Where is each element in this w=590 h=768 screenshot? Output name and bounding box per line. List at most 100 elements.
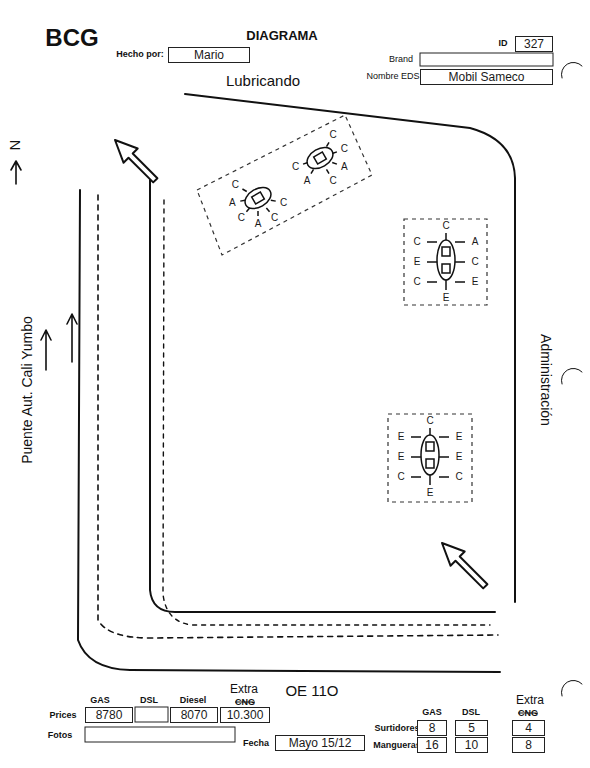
field-value: Mario xyxy=(194,48,224,62)
lot-edge xyxy=(150,180,495,612)
hose-letter: A xyxy=(304,176,311,186)
field-value: Mobil Sameco xyxy=(448,70,524,84)
field-label: ID xyxy=(499,39,508,48)
dispenser-symbol xyxy=(426,459,434,468)
empty-field xyxy=(420,53,553,66)
traffic-arrow xyxy=(41,330,51,370)
hose-line xyxy=(427,241,437,243)
hose-letter: C xyxy=(292,162,299,172)
column-label: CNG xyxy=(518,709,538,718)
hose-letter: C xyxy=(329,130,336,140)
hose-letter: C xyxy=(413,237,420,247)
road-edge xyxy=(78,190,500,672)
hose-letter: A xyxy=(255,219,262,229)
hose-line xyxy=(429,475,431,485)
street-name: Puente Aut. Cali Yumbo xyxy=(20,316,34,464)
form-field: 8070 xyxy=(170,707,218,723)
hose-line xyxy=(311,169,314,173)
island-outline xyxy=(388,414,472,502)
hose-letter: E xyxy=(472,277,479,287)
area-name: Administración xyxy=(539,334,553,426)
hose-letter: E xyxy=(398,452,405,462)
field-value: 8 xyxy=(429,721,436,735)
row-label: Fotos xyxy=(48,731,73,740)
hose-letter: C xyxy=(232,180,239,190)
hose-letter: C xyxy=(471,257,478,267)
form-field: 8 xyxy=(417,720,447,736)
hose-letter: E xyxy=(456,452,463,462)
hose-line xyxy=(411,436,421,438)
form-field: 16 xyxy=(417,737,447,753)
column-label: DSL xyxy=(140,696,158,705)
hose-line xyxy=(411,456,421,458)
row-label: Prices xyxy=(49,711,76,720)
form-field: Mario xyxy=(168,47,250,63)
hose-line xyxy=(455,261,465,263)
hose-letter: A xyxy=(229,198,236,208)
hose-line xyxy=(445,280,447,290)
hose-letter: C xyxy=(341,144,348,154)
dispenser-symbol xyxy=(426,442,434,451)
form-field: 8780 xyxy=(85,707,133,723)
row-label: Mangueras xyxy=(373,741,421,750)
hole-punch xyxy=(561,680,582,696)
field-value: 16 xyxy=(425,738,438,752)
exit-arrow xyxy=(442,543,487,588)
field-value: 8780 xyxy=(96,708,123,722)
form-field: 327 xyxy=(515,36,553,52)
hose-line xyxy=(429,428,431,435)
hose-line xyxy=(455,281,465,283)
field-value: 4 xyxy=(525,721,532,735)
hose-line xyxy=(439,476,449,478)
empty-field xyxy=(135,707,168,722)
hose-letter: E xyxy=(414,257,421,267)
hole-punch xyxy=(561,62,582,78)
island-outline xyxy=(195,110,373,260)
island-outline xyxy=(197,115,372,255)
hose-line xyxy=(240,200,245,202)
note: OE 11O xyxy=(285,683,338,698)
hose-line xyxy=(427,281,437,283)
hose-line xyxy=(427,261,437,263)
logo: BCG xyxy=(45,26,98,50)
form-field: 10.300 xyxy=(220,707,270,723)
empty-field xyxy=(85,727,235,742)
pump-island: CACACCCACACC xyxy=(195,110,373,260)
road-center-dashes xyxy=(98,195,498,638)
hose-letter: C xyxy=(397,472,404,482)
hose-line xyxy=(327,142,330,146)
hose-letter: C xyxy=(329,176,336,186)
form-field: 5 xyxy=(455,720,488,736)
entry-arrow xyxy=(115,140,157,182)
field-value: 327 xyxy=(524,37,544,51)
hose-line xyxy=(332,162,337,164)
traffic-arrow xyxy=(67,314,77,362)
pump-island: CECACECE xyxy=(403,218,488,306)
hose-line xyxy=(455,241,465,243)
field-label: Nombre EDS xyxy=(366,72,419,81)
field-label: Hecho por: xyxy=(116,50,164,59)
dispenser-symbol xyxy=(241,183,274,213)
field-value: 8070 xyxy=(181,708,208,722)
hose-line xyxy=(257,211,259,216)
column-label: CNG xyxy=(235,698,255,707)
hose-letter: C xyxy=(280,198,287,208)
form-title: DIAGRAMA xyxy=(246,29,318,42)
field-value: Mayo 15/12 xyxy=(289,736,352,750)
column-label: Extra xyxy=(230,683,258,695)
column-label: Extra xyxy=(516,694,544,706)
column-label: GAS xyxy=(90,696,110,705)
form-field: 10 xyxy=(455,737,488,753)
dispenser-symbol xyxy=(303,143,336,173)
island-outline xyxy=(404,219,487,305)
hose-line xyxy=(411,476,421,478)
hose-line xyxy=(303,162,308,164)
hose-letter: E xyxy=(456,432,463,442)
dispenser-symbol xyxy=(314,152,327,164)
hose-line xyxy=(266,208,269,212)
hose-line xyxy=(445,233,447,240)
column-label: Diesel xyxy=(180,696,207,705)
row-label: Fecha xyxy=(243,739,269,748)
hose-letter: C xyxy=(426,416,433,426)
